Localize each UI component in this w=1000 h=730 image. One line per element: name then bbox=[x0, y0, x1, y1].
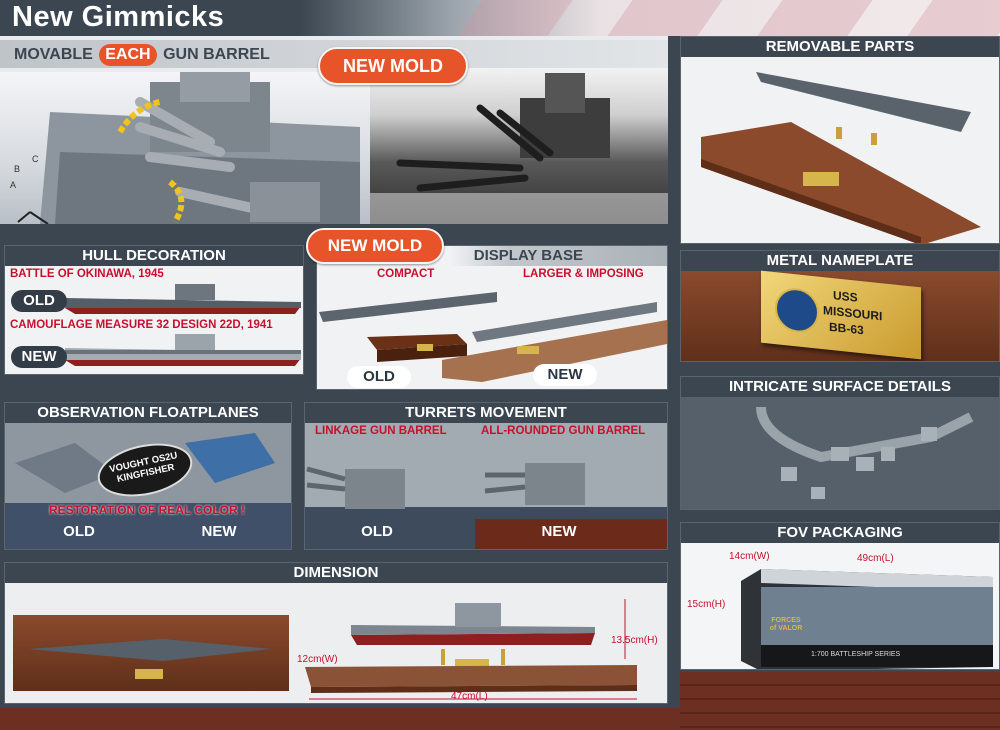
historical-ship-illustration bbox=[370, 73, 668, 224]
nameplate-line1: USS bbox=[833, 288, 858, 305]
hull-decoration-bar: HULL DECORATION bbox=[5, 246, 303, 266]
turrets-rounded-label: ALL-ROUNDED GUN BARREL bbox=[481, 425, 646, 437]
nameplate-line3: BB-63 bbox=[829, 319, 864, 338]
each-badge: EACH bbox=[99, 44, 157, 66]
hull-old-ship bbox=[65, 284, 301, 314]
floatplanes-new-label: NEW bbox=[201, 523, 237, 540]
gun-barrel-prefix: MOVABLE bbox=[14, 46, 93, 63]
page-title: New Gimmicks bbox=[12, 1, 225, 33]
hull-decoration-panel: HULL DECORATION BATTLE OF OKINAWA, 1945 … bbox=[4, 245, 304, 375]
header-banner bbox=[0, 0, 1000, 36]
gun-turret-photo bbox=[0, 72, 370, 224]
floor-decoration bbox=[680, 672, 1000, 730]
dial-label-c: C bbox=[32, 154, 39, 164]
floatplanes-panel: OBSERVATION FLOATPLANES VOUGHT OS2U KING… bbox=[4, 402, 292, 550]
packaging-bar: FOV PACKAGING bbox=[681, 523, 999, 543]
dimension-panel: DIMENSION 13.5cm(H) 12cm(W) 47cm(L) bbox=[4, 562, 668, 704]
hull-old-label: OLD bbox=[11, 290, 67, 312]
nameplate-panel: METAL NAMEPLATE USS MISSOURI BB-63 bbox=[680, 250, 1000, 362]
turrets-bar: TURRETS MOVEMENT bbox=[305, 403, 667, 423]
nameplate-emblem-icon bbox=[775, 286, 819, 335]
packaging-height: 15cm(H) bbox=[687, 599, 726, 610]
turrets-panel: TURRETS MOVEMENT LINKAGE GUN BARREL ALL-… bbox=[304, 402, 668, 550]
display-compact-label: COMPACT bbox=[377, 268, 435, 280]
display-new-label: NEW bbox=[533, 364, 597, 386]
surface-details-bar: INTRICATE SURFACE DETAILS bbox=[681, 377, 999, 397]
turrets-illustration bbox=[305, 423, 667, 549]
hull-old-caption: BATTLE OF OKINAWA, 1945 bbox=[10, 268, 164, 280]
gun-barrel-heading: MOVABLE EACH GUN BARREL bbox=[14, 44, 270, 66]
display-new-mold-badge: NEW MOLD bbox=[306, 228, 444, 264]
packaging-length: 49cm(L) bbox=[857, 553, 894, 564]
removable-parts-bar: REMOVABLE PARTS bbox=[681, 37, 999, 57]
nameplate-bar: METAL NAMEPLATE bbox=[681, 251, 999, 271]
dimension-side-view bbox=[305, 599, 637, 700]
gun-barrel-panel: MOVABLE EACH GUN BARREL A B C bbox=[0, 36, 668, 224]
removable-parts-illustration bbox=[701, 72, 981, 243]
dimension-width: 12cm(W) bbox=[297, 654, 338, 665]
turrets-new-label: NEW bbox=[541, 523, 577, 540]
surface-details-illustration bbox=[681, 397, 999, 509]
packaging-illustration bbox=[741, 569, 993, 669]
dimension-length: 47cm(L) bbox=[451, 691, 488, 702]
new-mold-badge: NEW MOLD bbox=[318, 47, 468, 85]
removable-parts-panel: REMOVABLE PARTS bbox=[680, 36, 1000, 244]
packaging-width: 14cm(W) bbox=[729, 551, 770, 562]
display-base-title: DISPLAY BASE bbox=[473, 247, 583, 264]
floor-decoration-left bbox=[0, 708, 680, 730]
dimension-top-ship bbox=[29, 639, 271, 679]
hull-new-ship bbox=[65, 334, 301, 366]
packaging-brand: FORCES of VALOR bbox=[769, 617, 803, 632]
display-old-label: OLD bbox=[347, 366, 411, 388]
display-base-panel: DISPLAY BASE COMPACT LARGER & IMPOSING O… bbox=[316, 245, 668, 390]
display-base-illustration bbox=[319, 292, 667, 382]
turrets-old-label: OLD bbox=[361, 523, 393, 540]
dial-label-b: B bbox=[14, 164, 21, 174]
packaging-panel: FOV PACKAGING 14cm(W) 49cm(L) 15cm(H) FO… bbox=[680, 522, 1000, 670]
display-larger-label: LARGER & IMPOSING bbox=[523, 268, 644, 280]
dimension-top-view bbox=[13, 615, 289, 691]
gun-turret-illustration bbox=[17, 72, 360, 224]
floatplanes-bar: OBSERVATION FLOATPLANES bbox=[5, 403, 291, 423]
historical-photo bbox=[370, 68, 668, 224]
floatplanes-old-label: OLD bbox=[63, 523, 95, 540]
turrets-linkage-label: LINKAGE GUN BARREL bbox=[315, 425, 447, 437]
hull-new-caption: CAMOUFLAGE MEASURE 32 DESIGN 22D, 1941 bbox=[10, 319, 273, 331]
surface-details-panel: INTRICATE SURFACE DETAILS bbox=[680, 376, 1000, 510]
dimension-height: 13.5cm(H) bbox=[611, 635, 658, 646]
dial-label-a: A bbox=[10, 180, 17, 190]
dimension-bar: DIMENSION bbox=[5, 563, 667, 583]
hull-new-label: NEW bbox=[11, 346, 67, 368]
packaging-series: 1:700 BATTLESHIP SERIES bbox=[811, 651, 901, 658]
restoration-caption: RESTORATION OF REAL COLOR ! bbox=[49, 503, 246, 517]
gun-barrel-suffix: GUN BARREL bbox=[163, 46, 270, 63]
